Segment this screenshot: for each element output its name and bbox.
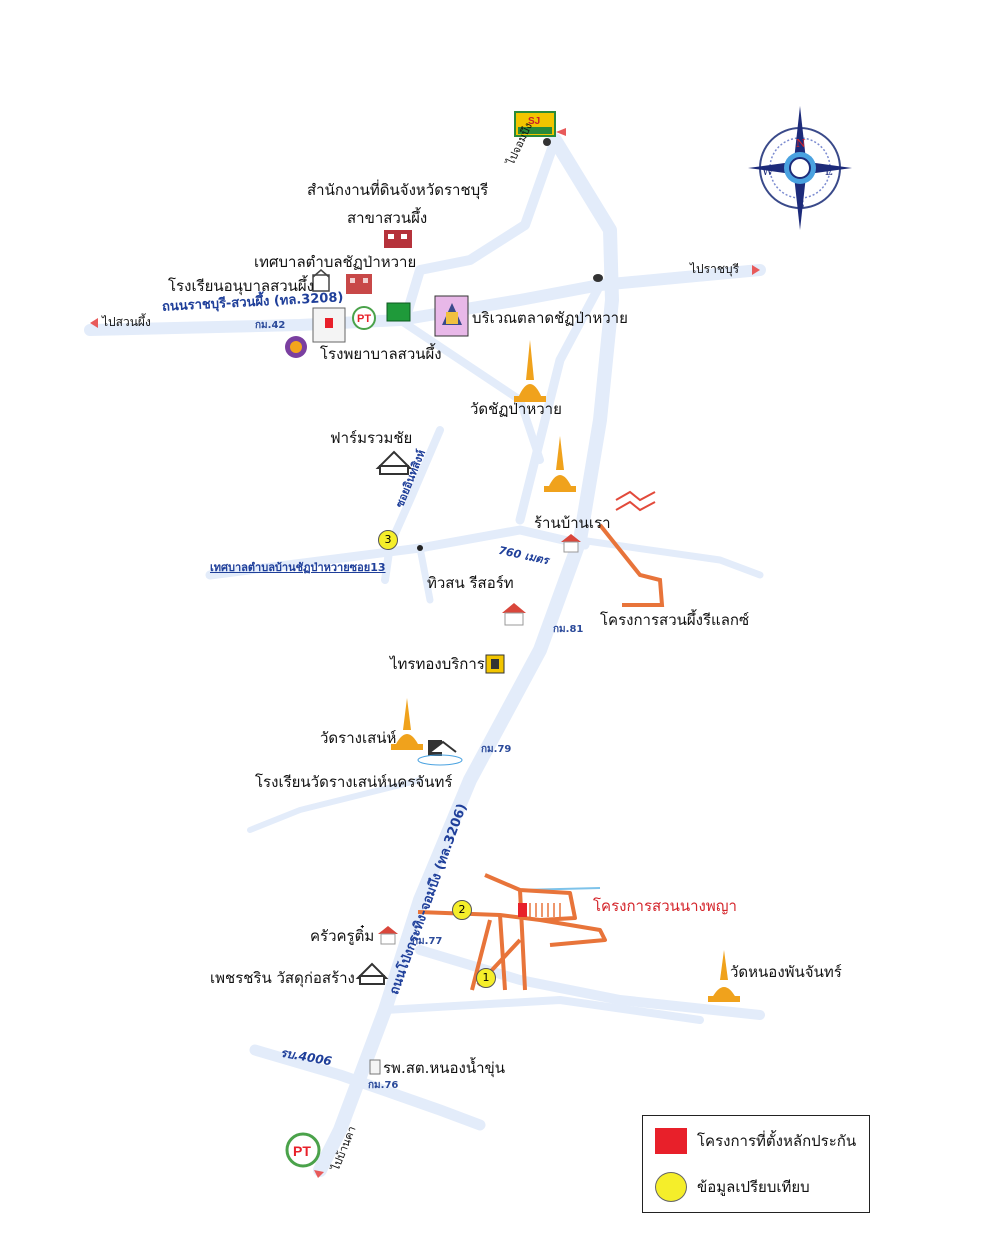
collateral-parcel	[518, 903, 527, 917]
hospital-icon	[285, 307, 346, 358]
road-3206-main	[313, 133, 619, 1177]
label-soi13: เทศบาลตำบลบ้านชัฏป่าหวายซอย13	[210, 561, 386, 574]
label-kindergarten: โรงเรียนอนุบาลสวนผึ้ง	[168, 277, 315, 295]
junction-dot-soi13	[417, 545, 423, 551]
svg-text:PT: PT	[293, 1143, 311, 1159]
road-bottom-east	[381, 996, 704, 1024]
label-km79: กม.79	[481, 744, 512, 755]
compass-n: N	[796, 137, 806, 150]
pagoda-icon-wat-rang-sane	[391, 698, 423, 750]
green-sign-icon	[386, 302, 411, 322]
legend-swatch-comparison	[655, 1172, 687, 1202]
compass-s: S	[797, 198, 805, 211]
road-4006	[249, 1044, 486, 1131]
land-office-icon	[384, 230, 412, 248]
kindergarten-icon	[312, 269, 330, 292]
school-icon	[417, 740, 463, 766]
road-east	[576, 536, 764, 579]
marker-3: 3	[378, 530, 398, 550]
collateral-hatch	[529, 903, 561, 917]
label-restaurant: ครัวครูติ๋ม	[310, 927, 375, 945]
pt-gas-icon-top: PT	[352, 306, 376, 330]
label-km42: กม.42	[255, 320, 286, 331]
road-soi13-branch	[416, 544, 434, 604]
label-project-nang-phaya: โครงการสวนนางพญา	[593, 897, 737, 915]
label-shop-ban-rao: ร้านบ้านเรา	[534, 514, 611, 532]
road-soi-intasing	[381, 426, 444, 584]
pagoda-icon-2	[544, 436, 576, 492]
road-upper-branch	[515, 280, 605, 525]
road-north-branch	[400, 135, 560, 325]
label-wat-nong-phan-chan: วัดหนองพันจันทร์	[730, 963, 842, 981]
label-to-ratchaburi: ไปราชบุรี	[690, 262, 740, 276]
label-wat-rang-sane: วัดรางเสน่ห์	[320, 729, 397, 747]
market-icon	[434, 295, 469, 337]
label-municipality: เทศบาลตำบลชัฏป่าหวาย	[254, 253, 417, 271]
house-icon-restaurant	[378, 926, 398, 945]
hardware-icon	[355, 962, 389, 985]
svg-text:SJ: SJ	[528, 116, 540, 127]
house-icon-ban-rao	[561, 534, 581, 553]
legend-row-comparison: ข้อมูลเปรียบเทียบ	[655, 1172, 810, 1202]
road-west-lower	[247, 777, 423, 833]
junction-dot	[593, 274, 603, 282]
map-legend: โครงการที่ตั้งหลักประกัน ข้อมูลเปรียบเที…	[642, 1115, 870, 1213]
label-km76: กม.76	[368, 1080, 399, 1091]
pagoda-icon-wat-chat	[514, 340, 546, 402]
legend-row-collateral: โครงการที่ตั้งหลักประกัน	[655, 1128, 856, 1154]
label-to-suan-phueng: ไปสวนผึ้ง	[102, 315, 151, 329]
label-km81: กม.81	[553, 624, 584, 635]
road-east-lower	[415, 945, 765, 1020]
house-icon-2	[502, 603, 526, 626]
label-km77: กม.77	[412, 936, 443, 947]
legend-label-collateral: โครงการที่ตั้งหลักประกัน	[697, 1132, 857, 1150]
label-school: โรงเรียนวัดรางเสน่ห์นครจันทร์	[255, 773, 453, 791]
label-hardware: เพชรชริน วัสดุก่อสร้าง	[210, 969, 355, 987]
legend-label-comparison: ข้อมูลเปรียบเทียบ	[697, 1178, 810, 1196]
project-relax-outline	[598, 523, 665, 607]
label-health-center: รพ.สต.หนองน้ำขุ่น	[383, 1059, 506, 1077]
legend-swatch-collateral	[655, 1128, 687, 1154]
label-market: บริเวณตลาดชัฏป่าหวาย	[472, 309, 628, 327]
label-gas-station: ไทรทองบริการ	[390, 655, 485, 673]
bridge-symbol	[615, 490, 656, 512]
arrow-down-icon	[314, 1170, 324, 1178]
arrow-left-icon	[90, 318, 98, 328]
label-resort: ทิวสน รีสอร์ท	[427, 574, 514, 592]
marker-1: 1	[476, 968, 496, 988]
health-center-icon	[369, 1059, 381, 1075]
municipality-icon	[346, 274, 372, 294]
label-project-relax: โครงการสวนผึ้งรีแลกซ์	[600, 611, 750, 629]
road-left-branch	[396, 316, 544, 464]
convenience-store-icon: SJ	[514, 111, 566, 146]
farm-icon	[375, 450, 413, 475]
road-soi13	[205, 525, 590, 580]
project-nang-phaya-outline	[417, 873, 607, 991]
label-land-office-1: สำนักงานที่ดินจังหวัดราชบุรี	[307, 181, 489, 199]
compass-e: E	[825, 165, 833, 178]
svg-text:PT: PT	[357, 313, 371, 325]
pagoda-icon-wat-nong	[708, 950, 740, 1002]
label-wat-chat-pa-wai: วัดชัฏป่าหวาย	[470, 400, 562, 418]
arrow-right-icon	[752, 265, 760, 275]
compass-icon	[748, 106, 852, 230]
label-farm: ฟาร์มรวมชัย	[330, 429, 413, 447]
label-hospital: โรงพยาบาลสวนผึ้ง	[320, 345, 442, 363]
compass-w: W	[762, 165, 774, 178]
label-land-office-2: สาขาสวนผึ้ง	[347, 209, 428, 227]
marker-2: 2	[452, 900, 472, 920]
pt-gas-icon-bottom: PT	[285, 1132, 321, 1168]
